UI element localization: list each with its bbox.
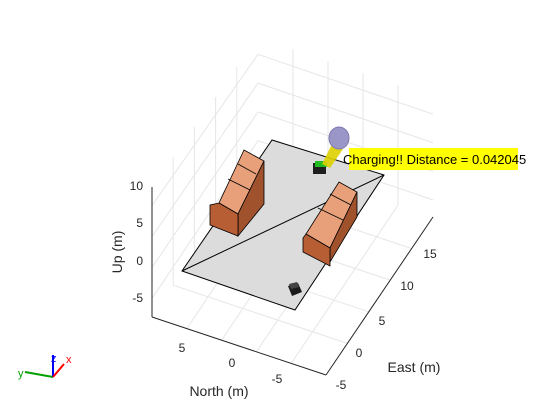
grid-line-z bbox=[257, 53, 434, 115]
x-tick-label: 0 bbox=[229, 356, 236, 370]
y-tick-label: -5 bbox=[336, 378, 347, 392]
z-tick-label: 5 bbox=[136, 216, 143, 230]
z-tick-label: 10 bbox=[130, 179, 144, 193]
x-tick-label: 5 bbox=[179, 341, 186, 355]
orientation-triad: y z x bbox=[18, 353, 72, 380]
triad-x-label: x bbox=[66, 354, 72, 366]
y-tick-label: 0 bbox=[356, 346, 363, 360]
y-tick-label: 10 bbox=[400, 279, 414, 293]
grid-line-floor bbox=[290, 204, 399, 364]
z-tick-label: 0 bbox=[136, 254, 143, 268]
y-tick-label: 15 bbox=[423, 247, 437, 261]
grid-line-floor bbox=[173, 284, 348, 344]
shelf-left bbox=[209, 149, 265, 238]
y-tick-label: 5 bbox=[379, 314, 386, 328]
axis-box bbox=[151, 187, 434, 376]
triad-z-label: z bbox=[51, 353, 57, 365]
z-tick-label: -5 bbox=[132, 291, 143, 305]
x-axis-label: North (m) bbox=[189, 383, 248, 399]
y-axis-line bbox=[325, 216, 434, 376]
ground-plane bbox=[181, 139, 385, 311]
grid-line-z bbox=[151, 53, 259, 206]
robot bbox=[288, 282, 302, 296]
annotation-box bbox=[349, 148, 518, 170]
grid-line-z bbox=[151, 111, 259, 268]
charging-station bbox=[313, 161, 327, 174]
z-axis-label: Up (m) bbox=[109, 231, 125, 274]
triad-y-label: y bbox=[18, 368, 24, 380]
x-axis-line bbox=[151, 316, 327, 376]
camera-sensor bbox=[322, 126, 350, 168]
grid-line-z bbox=[257, 82, 434, 144]
tick-labels: 10 5 0 -5 5 0 -5 0 5 10 15 -5 bbox=[130, 179, 437, 392]
y-axis-label: East (m) bbox=[388, 359, 441, 375]
x-tick-label: -5 bbox=[272, 372, 283, 386]
grid-line-z bbox=[151, 82, 259, 237]
annotation-text: Charging!! Distance = 0.042045 bbox=[343, 152, 526, 167]
shelf-right bbox=[302, 181, 358, 267]
